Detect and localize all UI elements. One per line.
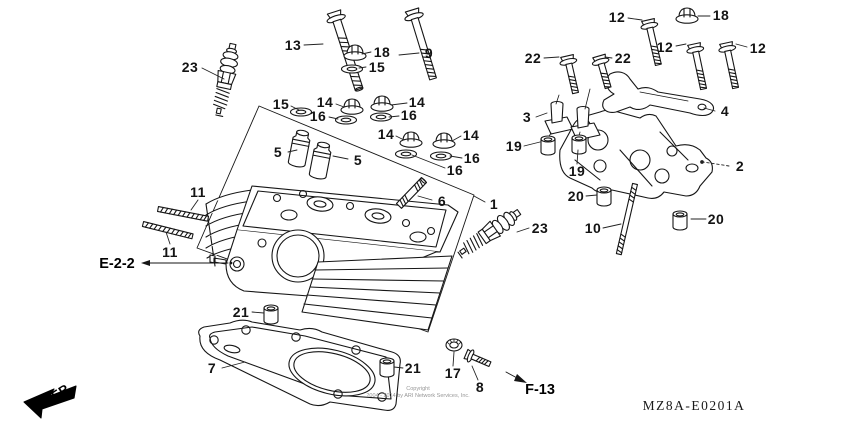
assembly-box-outline (196, 105, 475, 333)
callout-1: 1 (489, 196, 499, 212)
callout-7: 7 (207, 360, 217, 376)
callout-18: 18 (373, 44, 391, 60)
callout-16: 16 (446, 162, 464, 178)
callout-5: 5 (353, 152, 363, 168)
copyright-notice: Copyright 2004 - 2014 by ARI Network Ser… (366, 386, 469, 400)
callout-14: 14 (316, 94, 334, 110)
callout-15: 15 (368, 59, 386, 75)
callout-20: 20 (567, 188, 585, 204)
ref-link-f-13[interactable]: F-13 (525, 381, 555, 398)
callout-11: 11 (190, 184, 206, 200)
callout-20: 20 (707, 211, 725, 227)
f13-reference-arrow (505, 371, 527, 383)
callout-6: 6 (437, 193, 447, 209)
callout-23: 23 (531, 220, 549, 236)
callout-16: 16 (400, 107, 418, 123)
diagram-code: MZ8A-E0201A (642, 398, 746, 413)
callout-15: 15 (272, 96, 290, 112)
holder-arm-drawing (602, 71, 715, 117)
callout-12: 12 (656, 39, 674, 55)
copyright-line1: Copyright (406, 385, 430, 392)
callout-22: 22 (524, 50, 542, 66)
callout-2: 2 (735, 158, 745, 174)
callout-10: 10 (584, 220, 602, 236)
valve-guide-drawing (287, 128, 333, 181)
callout-16: 16 (463, 150, 481, 166)
callout-21: 21 (404, 360, 422, 376)
callout-9: 9 (424, 45, 434, 61)
callout-5: 5 (273, 144, 283, 160)
cylinder-head-drawing (205, 185, 459, 331)
callout-12: 12 (749, 40, 767, 56)
callout-3: 3 (522, 109, 532, 125)
callout-17: 17 (444, 365, 462, 381)
callout-21: 21 (232, 304, 250, 320)
callout-22: 22 (614, 50, 632, 66)
callout-16: 16 (309, 108, 327, 124)
sealing-washer-drawing (445, 338, 463, 352)
callout-14: 14 (377, 126, 395, 142)
callout-13: 13 (284, 37, 302, 53)
flange-bolt-12-drawing (639, 17, 745, 92)
callout-23: 23 (181, 59, 199, 75)
callout-14: 14 (408, 94, 426, 110)
callout-4: 4 (720, 103, 730, 119)
callout-19: 19 (568, 163, 586, 179)
ref-link-e-2-2[interactable]: E-2-2 (99, 255, 135, 272)
head-gasket-drawing (198, 319, 401, 411)
callout-18: 18 (712, 7, 730, 23)
sealing-bolt-drawing (462, 347, 494, 371)
callout-11: 11 (162, 244, 178, 260)
front-direction-arrow-icon (23, 385, 77, 419)
callout-19: 19 (505, 138, 523, 154)
callout-12: 12 (608, 9, 626, 25)
copyright-line2: 2004 - 2014 by ARI Network Services, Inc… (366, 393, 470, 399)
e22-reference-arrow (141, 260, 233, 266)
leader-lines (165, 15, 748, 381)
callout-8: 8 (475, 379, 485, 395)
callout-14: 14 (462, 127, 480, 143)
